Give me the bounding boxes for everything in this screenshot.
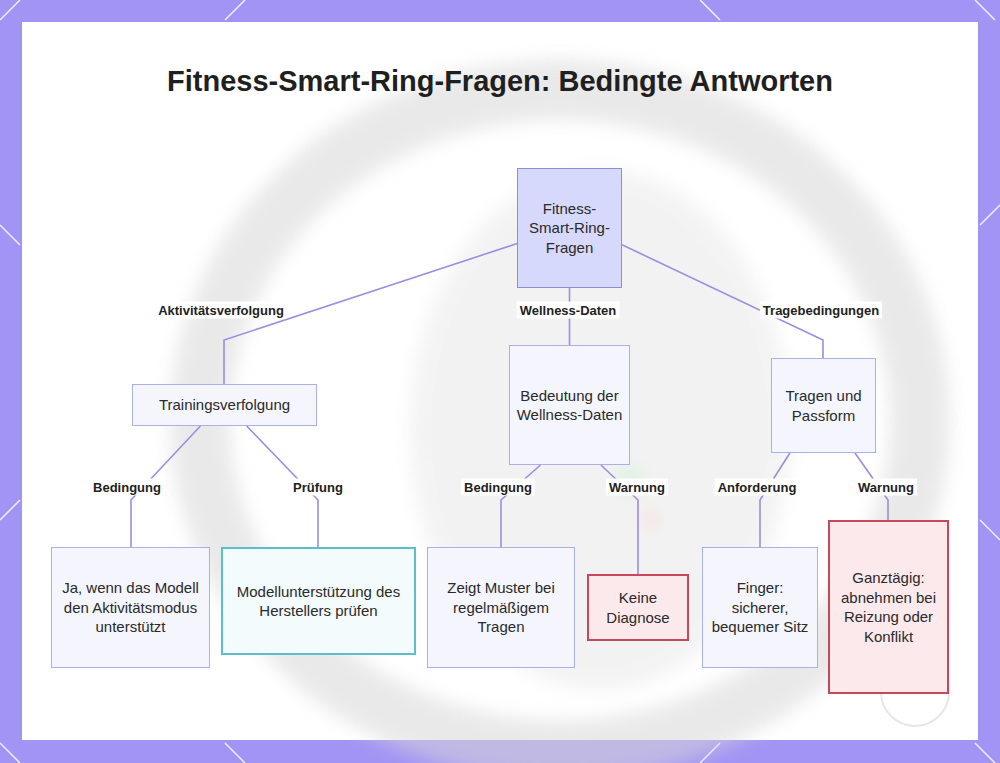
- node-text-group: Modellunterstützung des Herstellers prüf…: [229, 582, 408, 621]
- node-text: Keine Diagnose: [595, 588, 681, 627]
- edge-label: Warnung: [855, 479, 917, 496]
- answer-box: Finger: sicherer, bequemer Sitz: [702, 547, 818, 668]
- node-text-group: Finger: sicherer, bequemer Sitz: [709, 578, 811, 637]
- answer-box: Zeigt Muster bei regelmäßigem Tragen: [427, 547, 575, 668]
- node-text-group: Trainingsverfolgung: [159, 395, 290, 415]
- warning-box: Keine Diagnose: [587, 574, 689, 641]
- topic-box: Bedeutung der Wellness-Daten: [509, 345, 630, 465]
- node-text-group: Fitness-Smart-Ring-Fragen: [524, 199, 615, 258]
- edge-label: Warnung: [606, 479, 668, 496]
- edge-label: Bedingung: [461, 479, 535, 496]
- node-text-group: Bedeutung der Wellness-Daten: [516, 386, 623, 425]
- answer-box: Ja, wenn das Modell den Aktivitätsmodus …: [51, 547, 210, 668]
- warning-box: Ganztägig: abnehmen bei Reizung oder Kon…: [828, 520, 949, 694]
- node-text: Finger: sicherer, bequemer Sitz: [709, 578, 811, 637]
- edge-label: Wellness-Daten: [517, 302, 620, 319]
- node-text: Tragen und Passform: [778, 386, 869, 425]
- check-box: Modellunterstützung des Herstellers prüf…: [221, 547, 416, 655]
- node-text-group: Keine Diagnose: [595, 588, 681, 627]
- node-text-group: Ja, wenn das Modell den Aktivitätsmodus …: [58, 578, 203, 637]
- node-text: Zeigt Muster bei regelmäßigem Tragen: [434, 578, 568, 637]
- edge-label: Bedingung: [90, 479, 164, 496]
- node-text: Ja, wenn das Modell den Aktivitätsmodus …: [58, 578, 203, 637]
- root-box: Fitness-Smart-Ring-Fragen: [517, 168, 622, 288]
- connector-line: [501, 465, 540, 547]
- node-text-group: Ganztägig: abnehmen bei Reizung oder Kon…: [836, 568, 941, 646]
- node-text: Bedeutung der Wellness-Daten: [516, 386, 623, 425]
- connector-line: [760, 453, 790, 547]
- node-text-group: Zeigt Muster bei regelmäßigem Tragen: [434, 578, 568, 637]
- diagram-title: Fitness-Smart-Ring-Fragen: Bedingte Antw…: [150, 62, 850, 100]
- edge-label: Aktivitätsverfolgung: [155, 302, 287, 319]
- edge-label: Anforderung: [715, 479, 800, 496]
- node-text: Modellunterstützung des Herstellers prüf…: [229, 582, 408, 621]
- node-text-group: Tragen und Passform: [778, 386, 869, 425]
- node-text: Ganztägig: abnehmen bei Reizung oder Kon…: [836, 568, 941, 646]
- topic-box: Trainingsverfolgung: [132, 384, 317, 426]
- node-text: Fitness-Smart-Ring-Fragen: [524, 199, 615, 258]
- panel: [22, 22, 978, 740]
- node-text: Trainingsverfolgung: [159, 395, 290, 415]
- connector: [501, 465, 540, 547]
- topic-box: Tragen und Passform: [771, 358, 876, 453]
- edge-label: Tragebedingungen: [760, 302, 882, 319]
- edge-label: Prüfung: [290, 479, 346, 496]
- connector: [760, 453, 790, 547]
